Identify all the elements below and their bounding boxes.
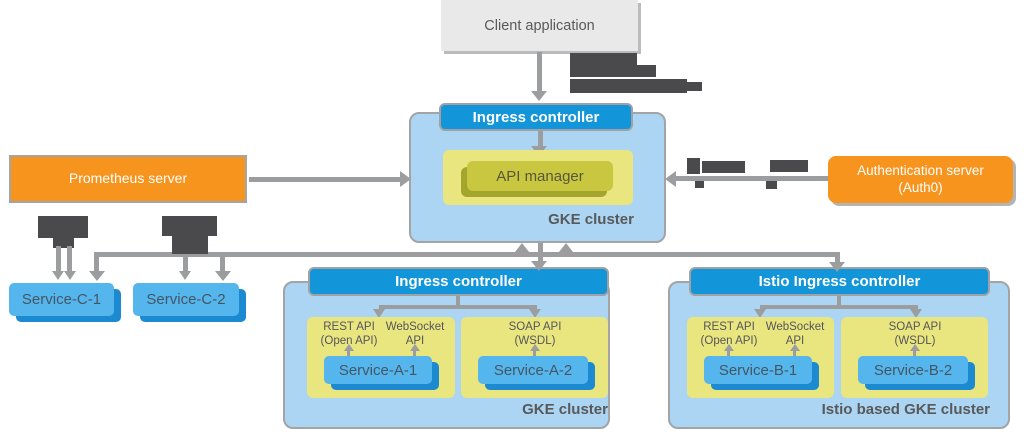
cluster-b-ingress-header: Istio Ingress controller [689,267,990,296]
arrowhead-to-b-left-apis [754,309,766,318]
cluster-b-soap-api-label: SOAP API (WSDL) [888,321,942,347]
connector-redacted-to-c2 [183,255,188,272]
service-c1-box: Service-C-1 [9,283,114,316]
service-a1-label: Service-A-1 [338,361,418,379]
connector-b1-to-websocket [793,351,796,357]
service-b2-box: Service-B-2 [858,356,968,384]
arrowhead-to-a-left-apis [373,309,385,318]
service-b1-label: Service-B-1 [718,361,798,379]
connector-b-header-branch [837,296,841,306]
redacted-text-block [38,216,88,238]
arrowhead-to-service-c1 [89,271,105,281]
connector-a2-to-soap [533,351,536,357]
auth-server-label-line2: (Auth0) [898,179,943,195]
connector-b2-to-soap [913,351,916,357]
redacted-text-block [172,233,208,254]
redacted-text-block [687,82,702,91]
cluster-b-label: Istio based GKE cluster [821,401,990,418]
redacted-text-block [687,158,700,174]
connector-gke-top-to-cluster-a [538,243,543,262]
client-application-label: Client application [484,17,595,34]
arrowhead-into-cluster-b-header [829,262,845,272]
arrowhead-to-b-right-apis [910,309,922,318]
connector-redacted-to-c1 [67,246,72,272]
prometheus-server-box: Prometheus server [9,155,247,203]
service-b1-box: Service-B-1 [704,356,812,384]
arrowhead-into-cluster-a-header [531,261,547,271]
cluster-b-websocket-api-label: WebSocket API [765,321,825,347]
arrowhead-a1-to-websocket [410,344,420,351]
arrowhead-b2-to-soap [910,344,920,351]
gke-top-ingress-controller-label: Ingress controller [472,108,600,126]
connector-bus-drop-c2 [220,255,225,272]
arrowhead-b1-to-rest [724,344,734,351]
connector-b1-to-rest [727,351,730,357]
service-a2-box: Service-A-2 [478,356,588,384]
redacted-text-block [637,65,656,77]
service-a1-box: Service-A-1 [324,356,432,384]
redacted-text-block [570,53,637,77]
arrowhead-up-to-gke-top [559,243,573,252]
auth-server-label-line1: Authentication server [857,162,984,178]
arrowhead-into-gke-left [400,171,411,187]
redacted-text-block [570,79,687,93]
cluster-a-ingress-label: Ingress controller [395,273,522,290]
redacted-text-block [770,160,808,172]
connector-a-header-branch [456,296,460,306]
redacted-text-block [766,181,777,189]
arrowhead-into-gke-right [665,171,676,187]
arrowhead-to-service-c2 [179,271,191,280]
service-c2-label: Service-C-2 [146,291,226,308]
cluster-a-rest-api-label: REST API (Open API) [320,321,378,347]
arrowhead-b1-to-websocket [790,344,800,351]
connector-prometheus-to-gke [249,177,402,182]
redacted-text-block [162,216,217,236]
arrowhead-to-service-c1 [64,271,76,280]
arrowhead-client-to-ingress [531,91,547,101]
service-c2-box: Service-C-2 [133,283,239,316]
connector-a-branch-line [379,305,537,309]
cluster-a-soap-api-label: SOAP API (WSDL) [508,321,562,347]
arrowhead-a2-to-soap [530,344,540,351]
connector-a1-to-websocket [413,351,416,357]
connector-ingress-to-api-manager [538,131,543,147]
cluster-a-label: GKE cluster [522,401,608,418]
gke-top-ingress-controller-header: Ingress controller [439,103,633,131]
arrowhead-to-a-right-apis [529,309,541,318]
arrowhead-to-service-c1 [52,271,64,280]
connector-a1-to-rest [347,351,350,357]
connector-bus-drop-istio [835,252,840,263]
service-b2-label: Service-B-2 [873,361,953,379]
arrowhead-to-service-c2 [215,271,231,281]
connector-b-branch-line [760,305,918,309]
service-c1-label: Service-C-1 [21,291,102,308]
arrowhead-up-to-gke-top [515,243,529,252]
client-application-box: Client application [441,0,638,51]
cluster-a-ingress-header: Ingress controller [308,267,609,296]
connector-client-to-ingress [537,52,542,92]
service-a2-label: Service-A-2 [493,361,573,379]
api-manager-box: API manager [467,161,613,191]
prometheus-server-label: Prometheus server [68,170,188,187]
redacted-text-block [695,181,704,188]
api-manager-label: API manager [496,167,584,185]
redacted-text-block [53,236,74,248]
cluster-b-ingress-label: Istio Ingress controller [758,273,921,290]
connector-auth-to-gke [676,176,828,181]
connector-bus-drop-c1 [94,252,99,272]
cluster-b-rest-api-label: REST API (Open API) [700,321,758,347]
connector-redacted-to-c1 [56,246,61,272]
cluster-a-websocket-api-label: WebSocket API [385,321,445,347]
connector-bus-line [94,252,840,257]
auth-server-box: Authentication server (Auth0) [828,156,1013,203]
arrowhead-a1-to-rest [344,344,354,351]
gke-top-cluster-label: GKE cluster [548,211,634,228]
redacted-text-block [702,161,745,173]
